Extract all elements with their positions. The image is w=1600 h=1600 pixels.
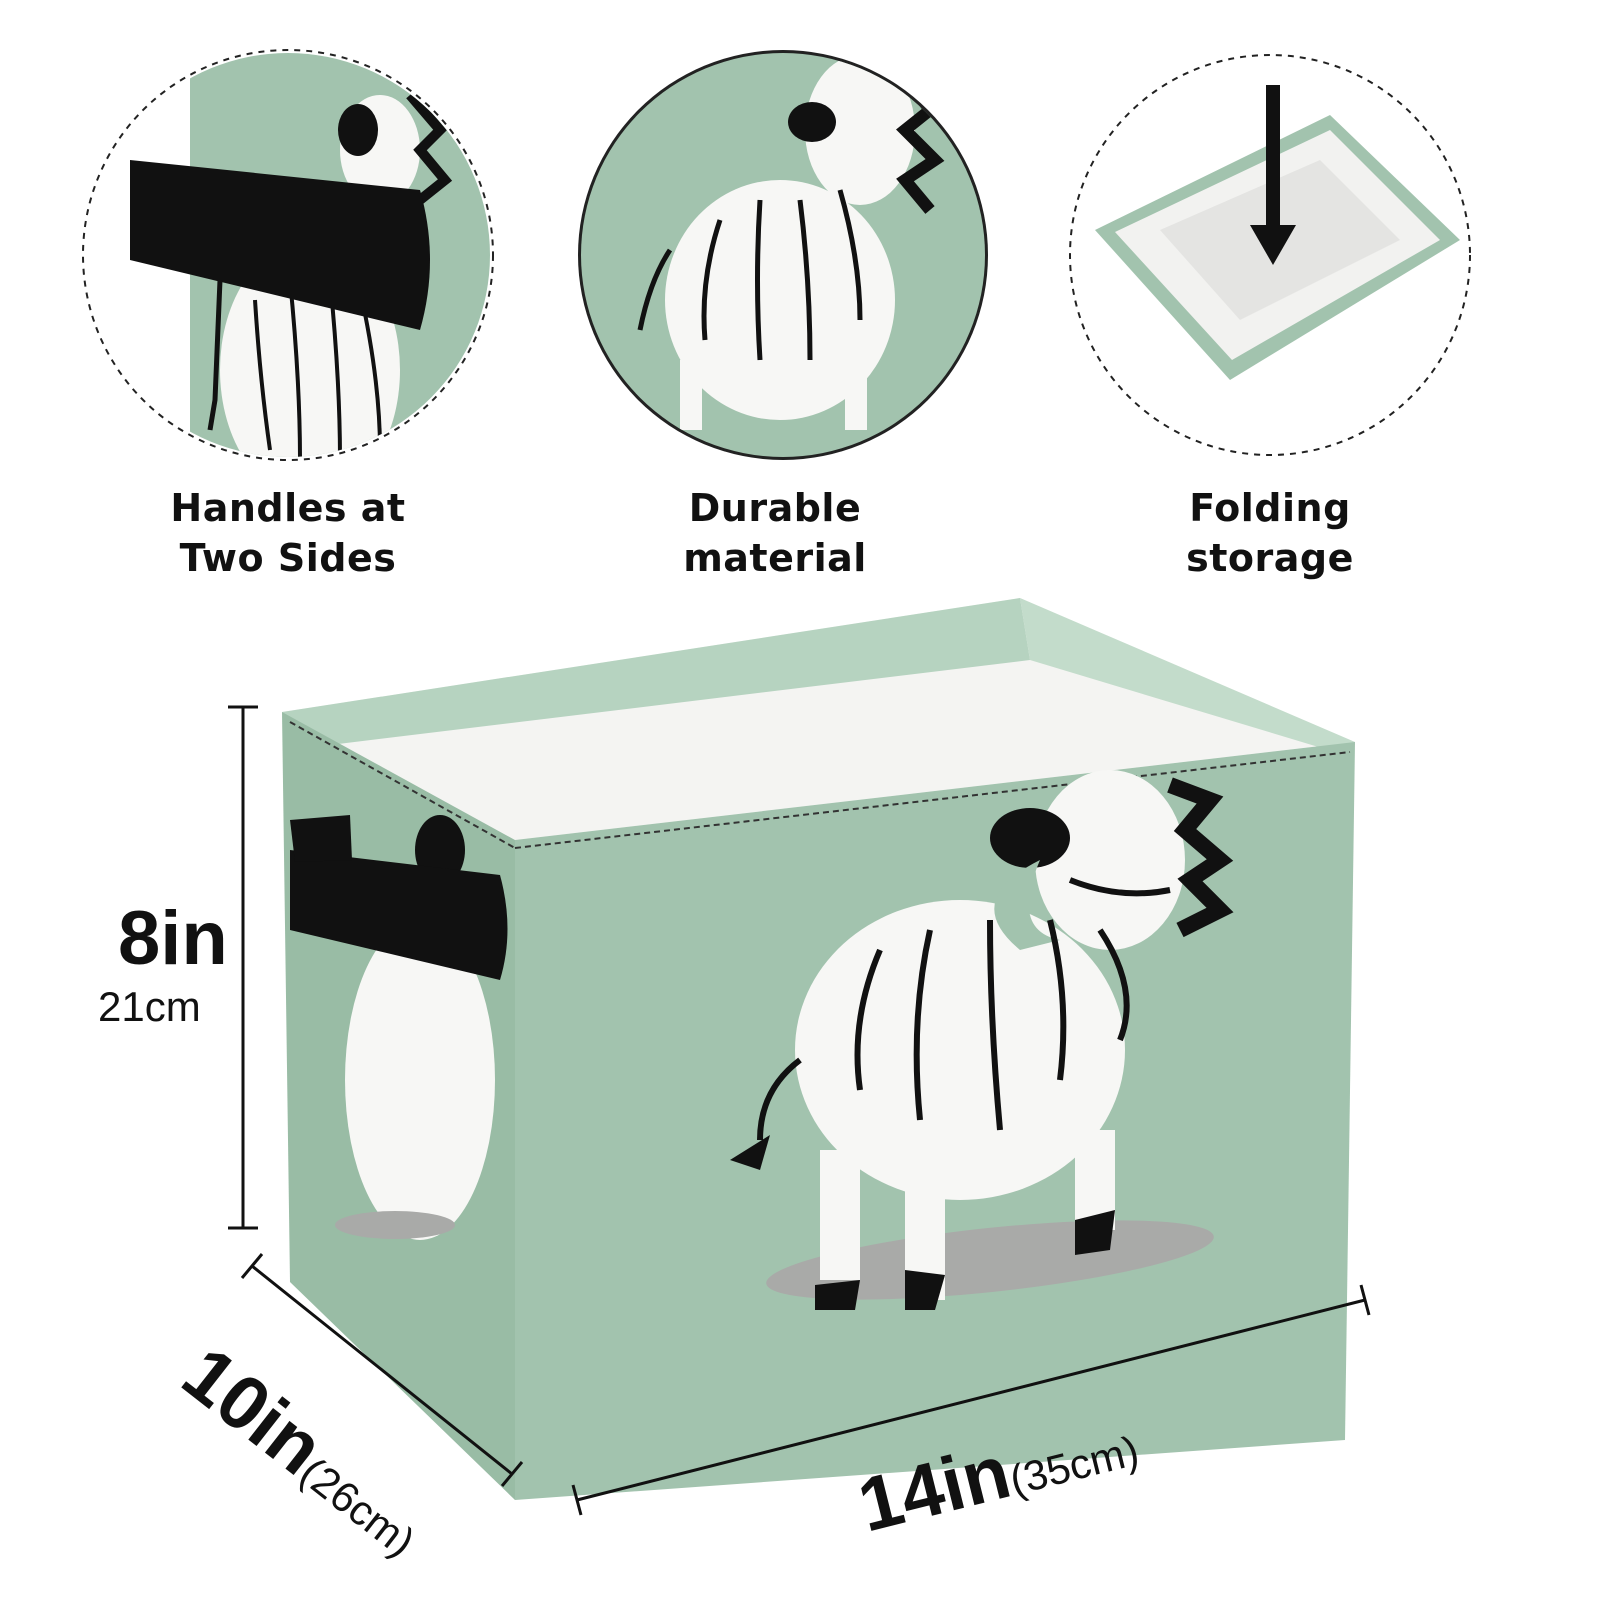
arrow-down-icon [1266, 85, 1280, 235]
feature-line: Two Sides [179, 536, 397, 580]
height-cm: 21cm [98, 983, 201, 1030]
height-dimension-line [228, 705, 258, 1230]
material-detail-image [578, 50, 988, 460]
width-dimension-line [571, 1284, 1371, 1516]
feature-line: Durable [688, 486, 862, 530]
feature-line: Folding [1189, 486, 1351, 530]
dimension-lines [228, 705, 1371, 1516]
feature-label-folding: Folding storage [1110, 483, 1430, 583]
height-inches: 8in [118, 896, 228, 981]
folding-detail-image [1069, 54, 1471, 456]
feature-label-handles: Handles at Two Sides [128, 483, 448, 583]
handles-detail-image [82, 49, 494, 461]
handle-strap [130, 160, 430, 330]
feature-label-material: Durable material [615, 483, 935, 583]
feature-line: storage [1186, 536, 1354, 580]
storage-basket [282, 598, 1355, 1500]
depth-dimension-line [240, 1253, 524, 1487]
feature-line: Handles at [170, 486, 406, 530]
feature-line: material [683, 536, 867, 580]
